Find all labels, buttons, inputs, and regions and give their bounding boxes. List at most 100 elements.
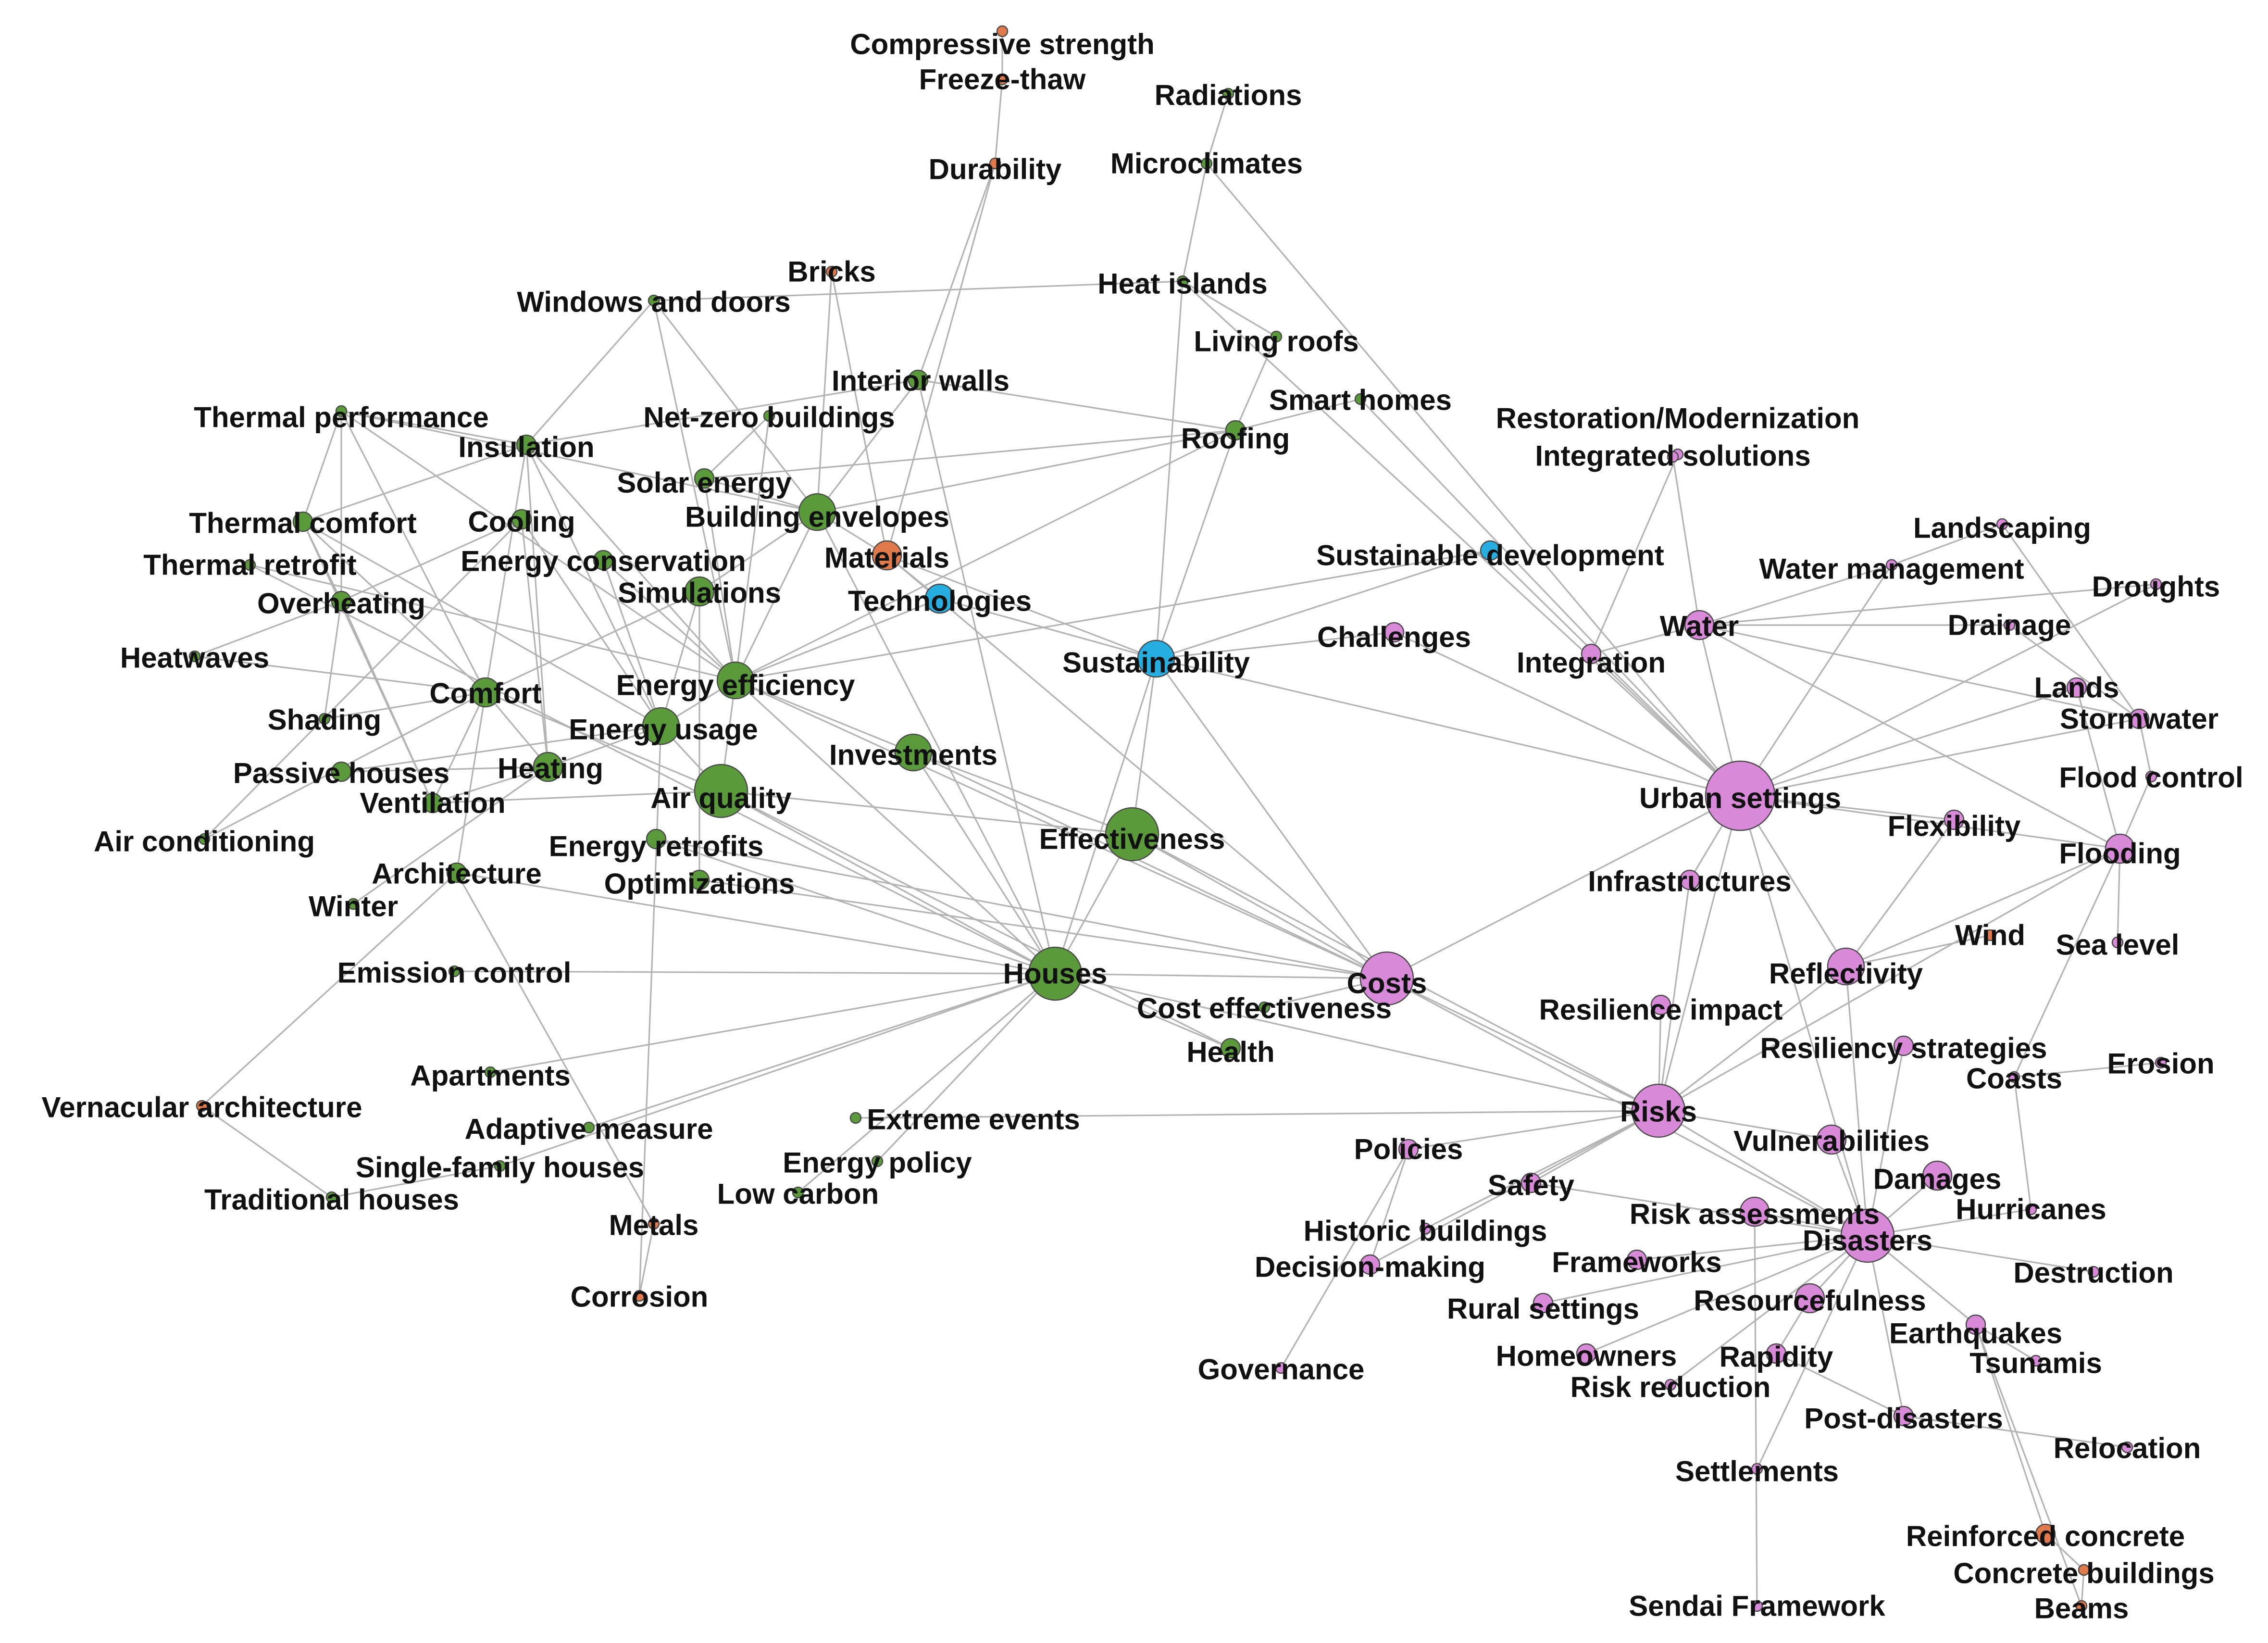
edge-sustainable-development-urban-settings bbox=[1489, 550, 1741, 797]
edge-resiliency-strategies-disasters bbox=[1867, 1045, 1905, 1236]
node-houses bbox=[1028, 946, 1083, 1001]
node-thermal-retrofit bbox=[244, 559, 256, 571]
label-rapidity: Rapidity bbox=[1720, 1341, 1833, 1373]
label-safety: Safety bbox=[1488, 1169, 1575, 1202]
node-sendai-framework bbox=[1751, 1600, 1763, 1612]
edge-policies-decision-making bbox=[1369, 1149, 1409, 1265]
node-roofing bbox=[1225, 420, 1246, 441]
edge-risks-disasters bbox=[1658, 1110, 1868, 1237]
node-urban-settings bbox=[1705, 760, 1776, 831]
edge-interior-walls-insulation bbox=[526, 379, 919, 446]
edge-roofing-solar-energy bbox=[704, 429, 1236, 479]
edge-freeze-thaw-durability bbox=[994, 79, 1003, 164]
label-sea-level: Sea level bbox=[2056, 929, 2180, 961]
node-earthquakes bbox=[1965, 1314, 1986, 1335]
node-heating bbox=[533, 752, 563, 782]
edge-investments-houses bbox=[912, 752, 1056, 974]
label-freeze-thaw: Freeze-thaw bbox=[919, 63, 1086, 96]
edge-durability-materials bbox=[886, 163, 996, 556]
edge-heatwaves-comfort bbox=[194, 655, 486, 693]
edge-net-zero-buildings-energy-efficiency bbox=[735, 415, 770, 681]
label-wind: Wind bbox=[1955, 919, 2025, 952]
edge-insulation-thermal-comfort bbox=[302, 444, 527, 523]
node-energy-conservation bbox=[593, 550, 614, 571]
edge-droughts-water bbox=[1699, 583, 2156, 626]
edge-bricks-building-envelopes bbox=[816, 271, 833, 513]
node-energy-efficiency bbox=[716, 661, 755, 700]
label-water: Water bbox=[1660, 610, 1739, 642]
node-wind bbox=[1984, 929, 1996, 941]
node-cost-effectiveness bbox=[1258, 1001, 1271, 1014]
edge-water-stormwater bbox=[1699, 624, 2140, 720]
edge-architecture-comfort bbox=[456, 692, 486, 873]
edge-water-flooding bbox=[1699, 624, 2120, 850]
label-resilience-impact: Resilience impact bbox=[1539, 994, 1783, 1026]
edge-insulation-heating bbox=[525, 444, 549, 767]
nodes-layer bbox=[188, 25, 2167, 1612]
edge-disasters-post-disasters bbox=[1867, 1235, 1905, 1417]
node-metals bbox=[648, 1217, 660, 1230]
edge-investments-effectiveness bbox=[913, 752, 1133, 835]
edge-challenges-sustainability bbox=[1156, 631, 1395, 660]
node-rural-settings bbox=[1533, 1292, 1554, 1314]
edge-energy-conservation-energy-usage bbox=[602, 560, 662, 727]
edge-thermal-performance-thermal-comfort bbox=[302, 411, 342, 522]
node-energy-policy bbox=[871, 1155, 884, 1167]
label-stormwater: Stormwater bbox=[2060, 703, 2218, 735]
node-low-carbon bbox=[792, 1186, 804, 1199]
edge-low-carbon-houses bbox=[797, 973, 1056, 1193]
edge-governance-policies bbox=[1280, 1149, 1409, 1368]
edge-landscaping-stormwater bbox=[2001, 524, 2140, 719]
label-houses: Houses bbox=[1003, 958, 1108, 990]
label-heat-islands: Heat islands bbox=[1097, 268, 1267, 300]
node-costs bbox=[1359, 951, 1414, 1006]
label-energy-policy: Energy policy bbox=[783, 1147, 972, 1179]
edge-solar-energy-energy-efficiency bbox=[703, 478, 736, 681]
edge-water-integration bbox=[1591, 624, 1700, 655]
node-passive-houses bbox=[331, 761, 352, 782]
edge-costs-risks bbox=[1386, 978, 1659, 1112]
label-rural-settings: Rural settings bbox=[1447, 1293, 1639, 1325]
edge-simulations-energy-usage bbox=[660, 591, 700, 727]
node-safety bbox=[1520, 1172, 1542, 1193]
edge-net-zero-buildings-solar-energy bbox=[703, 415, 770, 479]
edge-sustainability-effectiveness bbox=[1131, 658, 1157, 835]
edge-reflectivity-risks bbox=[1658, 966, 1846, 1112]
edge-simulations-comfort bbox=[485, 590, 700, 693]
edge-cooling-overheating bbox=[341, 518, 522, 602]
node-winter bbox=[347, 898, 360, 910]
edge-corrosion-energy-usage bbox=[638, 726, 662, 1296]
edge-ventilation-air-quality bbox=[432, 790, 722, 804]
label-erosion: Erosion bbox=[2107, 1048, 2214, 1080]
label-traditional-houses: Traditional houses bbox=[204, 1184, 459, 1216]
edge-costs-disasters bbox=[1386, 978, 1868, 1237]
edge-houses-costs bbox=[1055, 973, 1387, 979]
node-insulation bbox=[516, 434, 537, 455]
edge-comfort-heating bbox=[485, 691, 549, 768]
node-emission-control bbox=[448, 965, 461, 978]
edge-technologies-energy-efficiency bbox=[735, 598, 940, 681]
node-sustainability bbox=[1137, 640, 1175, 678]
edge-living-roofs-roofing bbox=[1234, 336, 1277, 431]
label-optimizations: Optimizations bbox=[604, 868, 795, 900]
edge-optimizations-costs bbox=[699, 879, 1387, 979]
edge-windows-and-doors-insulation bbox=[525, 300, 655, 446]
edge-urban-settings-risks bbox=[1657, 795, 1741, 1111]
edge-destruction-disasters bbox=[1867, 1235, 2094, 1273]
edge-heat-islands-windows-and-doors bbox=[653, 280, 1183, 301]
edge-earthquakes-reinforced-concrete bbox=[1975, 1324, 2046, 1534]
label-restoration-modernization: Restoration/Modernization bbox=[1496, 402, 1860, 435]
node-infrastructures bbox=[1679, 869, 1700, 890]
label-apartments: Apartments bbox=[410, 1060, 570, 1092]
edge-decision-making-risks bbox=[1370, 1110, 1659, 1266]
edge-smart-homes-roofing bbox=[1235, 398, 1361, 431]
label-resourcefulness: Resourcefulness bbox=[1694, 1285, 1926, 1317]
node-windows-and-doors bbox=[648, 294, 660, 307]
node-heatwaves bbox=[188, 650, 201, 663]
edge-coasts-hurricanes bbox=[2013, 1077, 2032, 1210]
node-architecture bbox=[446, 862, 467, 883]
label-health: Health bbox=[1186, 1036, 1274, 1068]
edge-energy-efficiency-investments bbox=[735, 679, 914, 753]
label-coasts: Coasts bbox=[1966, 1063, 2062, 1095]
label-overheating: Overheating bbox=[257, 588, 425, 620]
